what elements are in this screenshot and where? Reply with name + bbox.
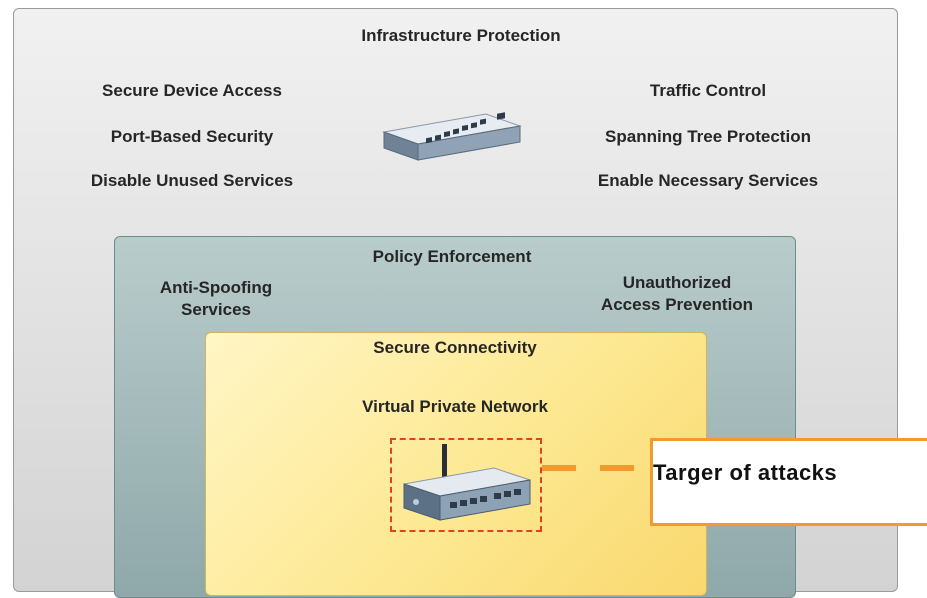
network-switch-icon (382, 112, 522, 161)
attack-target-outline (390, 438, 542, 532)
anti-spoofing-label-line1: Anti-Spoofing (159, 278, 273, 297)
unauthorized-access-label-line2: Access Prevention (600, 295, 754, 314)
anti-spoofing-label-line2: Services (181, 300, 251, 319)
enable-necessary-services-label: Enable Necessary Services (597, 171, 819, 190)
infrastructure-title: Infrastructure Protection (361, 26, 561, 45)
secure-device-access-label: Secure Device Access (102, 81, 282, 100)
callout-connector-dash (600, 465, 634, 471)
attack-target-callout (650, 438, 927, 526)
secure-connectivity-title: Secure Connectivity (373, 338, 537, 357)
traffic-control-label: Traffic Control (649, 81, 767, 100)
wireless-router-icon (403, 444, 531, 521)
vpn-label: Virtual Private Network (362, 397, 548, 416)
spanning-tree-protection-label: Spanning Tree Protection (605, 127, 811, 146)
port-based-security-label: Port-Based Security (110, 127, 274, 146)
disable-unused-services-label: Disable Unused Services (90, 171, 294, 190)
unauthorized-access-label-line1: Unauthorized (622, 273, 732, 292)
policy-enforcement-title: Policy Enforcement (372, 247, 532, 266)
attack-target-callout-text: Targer of attacks (653, 460, 838, 485)
callout-connector-dash (542, 465, 576, 471)
secure-connectivity-panel (205, 332, 707, 596)
